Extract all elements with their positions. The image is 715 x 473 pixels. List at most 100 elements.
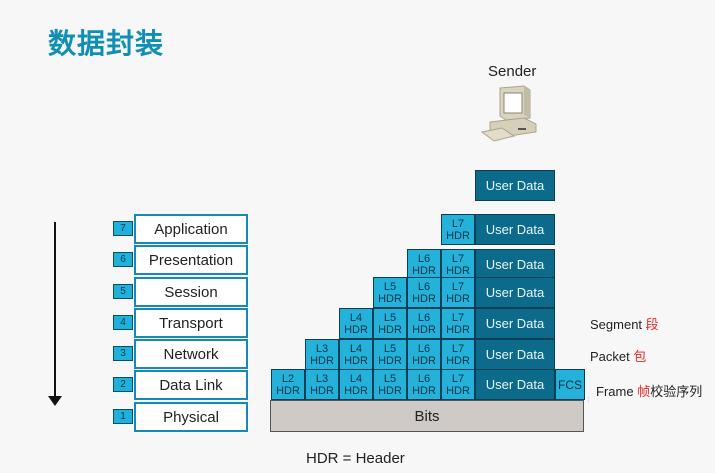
layer-number-badge: 5	[113, 284, 133, 299]
direction-arrow-line	[54, 222, 56, 398]
header-layer-label: L7	[451, 217, 465, 230]
header-hdr-label: HDR	[446, 292, 470, 305]
header-hdr-label: HDR	[446, 323, 470, 336]
header-hdr-label: HDR	[412, 323, 436, 336]
packet-annotation: Packet 包	[590, 346, 646, 365]
header-hdr-label: HDR	[344, 354, 368, 367]
header-hdr-label: HDR	[378, 384, 402, 397]
header-hdr-label: HDR	[378, 354, 402, 367]
frame-label-cn: 帧	[637, 384, 651, 399]
header-layer-label: L5	[383, 342, 397, 355]
fcs-trailer-cell: FCS	[555, 369, 585, 400]
user-data-cell: User Data	[475, 249, 555, 280]
bits-cell: Bits	[270, 400, 584, 432]
header-hdr-label: HDR	[378, 323, 402, 336]
header-layer-label: L3	[315, 372, 329, 385]
header-layer-label: L4	[349, 342, 363, 355]
layer-application: Application	[134, 214, 248, 244]
header-layer-label: L4	[349, 372, 363, 385]
sender-label: Sender	[488, 63, 537, 80]
header-layer-label: L7	[451, 342, 465, 355]
header-hdr-label: HDR	[310, 354, 334, 367]
header-hdr-label: HDR	[344, 323, 368, 336]
layer-session: Session	[134, 277, 248, 307]
layer-number-badge: 2	[113, 377, 133, 392]
header-hdr-label: HDR	[344, 384, 368, 397]
header-layer-label: L5	[383, 311, 397, 324]
segment-annotation: Segment 段	[590, 314, 659, 333]
user-data-cell: User Data	[475, 170, 555, 201]
header-layer-label: L5	[383, 372, 397, 385]
segment-label-cn: 段	[645, 317, 659, 332]
header-layer-label: L3	[315, 342, 329, 355]
layer-number-badge: 1	[113, 409, 133, 424]
layer-number-badge: 3	[113, 346, 133, 361]
header-hdr-label: HDR	[378, 292, 402, 305]
arrow-down-icon	[48, 396, 62, 406]
header-layer-label: L6	[417, 372, 431, 385]
header-hdr-label: HDR	[446, 354, 470, 367]
header-hdr-label: HDR	[446, 384, 470, 397]
header-hdr-label: HDR	[276, 384, 300, 397]
packet-label: Packet	[590, 349, 630, 364]
layer-presentation: Presentation	[134, 245, 248, 275]
header-layer-label: L6	[417, 252, 431, 265]
header-layer-label: L4	[349, 311, 363, 324]
user-data-cell: User Data	[475, 369, 555, 400]
frame-label: Frame	[596, 384, 634, 399]
header-hdr-label: HDR	[412, 264, 436, 277]
header-layer-label: L6	[417, 280, 431, 293]
layer-network: Network	[134, 339, 248, 369]
user-data-cell: User Data	[475, 339, 555, 370]
computer-icon	[480, 85, 537, 142]
header-layer-label: L7	[451, 252, 465, 265]
header-layer-label: L7	[451, 372, 465, 385]
header-hdr-label: HDR	[446, 264, 470, 277]
user-data-cell: User Data	[475, 214, 555, 245]
figure-id-mark: ····	[586, 396, 592, 403]
header-layer-label: L7	[451, 280, 465, 293]
header-hdr-label: HDR	[446, 229, 470, 242]
header-layer-label: L5	[383, 280, 397, 293]
header-hdr-label: HDR	[412, 292, 436, 305]
layer-number-badge: 6	[113, 252, 133, 267]
legend-text: HDR = Header	[306, 450, 405, 467]
layer-transport: Transport	[134, 308, 248, 338]
user-data-cell: User Data	[475, 308, 555, 339]
layer-physical: Physical	[134, 402, 248, 432]
header-layer-label: L7	[451, 311, 465, 324]
packet-label-cn: 包	[633, 349, 647, 364]
frame-label-extra: 校验序列	[650, 384, 703, 399]
header-layer-label: L2	[281, 372, 295, 385]
layer-number-badge: 4	[113, 315, 133, 330]
segment-label: Segment	[590, 317, 643, 332]
header-layer-label: L6	[417, 342, 431, 355]
user-data-cell: User Data	[475, 277, 555, 308]
layer-number-badge: 7	[113, 221, 133, 236]
page-title: 数据封装	[48, 27, 165, 60]
header-hdr-label: HDR	[310, 384, 334, 397]
header-hdr-label: HDR	[412, 384, 436, 397]
frame-annotation: Frame 帧校验序列	[596, 381, 702, 400]
